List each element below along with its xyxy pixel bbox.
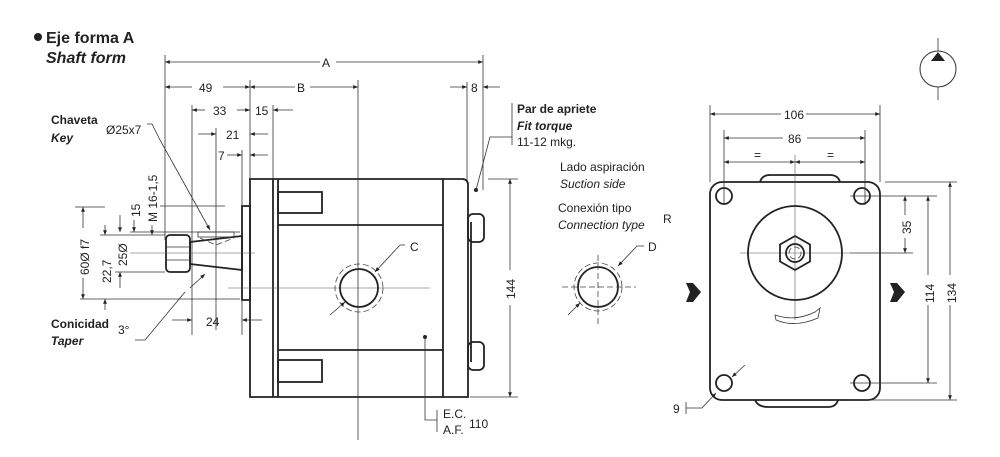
dim-134: 134 — [845, 181, 959, 401]
torque-leader — [475, 136, 512, 191]
dim-22-7: 22,7 — [100, 225, 165, 310]
inlet-arrow-icon — [686, 283, 701, 302]
dim-15: 15 — [255, 104, 293, 118]
svg-text:D: D — [648, 240, 657, 254]
dim-B: B — [250, 81, 358, 95]
key-label-es: Chaveta — [51, 113, 98, 127]
bolt-nut-top — [467, 213, 485, 243]
bullet-icon — [34, 33, 42, 41]
svg-text:9: 9 — [673, 402, 680, 416]
dim-106: 106 — [709, 105, 881, 182]
af-value: 110 — [469, 417, 488, 431]
key-label-en: Key — [51, 131, 74, 145]
title-en: Shaft form — [46, 50, 126, 67]
taper-label-es: Conicidad — [51, 317, 109, 331]
svg-text:7: 7 — [218, 149, 225, 163]
svg-text:60Ø f7: 60Ø f7 — [78, 239, 92, 275]
svg-text:22,7: 22,7 — [100, 259, 114, 283]
svg-text:15: 15 — [255, 104, 269, 118]
svg-text:33: 33 — [213, 104, 227, 118]
dim-25: 25Ø — [115, 215, 165, 288]
svg-text:106: 106 — [784, 108, 804, 122]
dim-9: 9 — [673, 364, 746, 416]
suction-label-en: Suction side — [560, 177, 626, 191]
taper-label-en: Taper — [51, 334, 85, 348]
af-label: A.F. — [443, 423, 464, 437]
title-es: Eje forma A — [46, 30, 135, 47]
svg-text:49: 49 — [199, 81, 213, 95]
dim-24: 24 — [172, 300, 262, 335]
svg-text:C: C — [410, 240, 419, 254]
svg-text:86: 86 — [788, 132, 802, 146]
svg-text:134: 134 — [945, 283, 959, 303]
mount-hole — [715, 374, 733, 392]
taper-leader — [135, 291, 186, 341]
port-C: C — [329, 240, 419, 316]
dim-86: 86 — [723, 130, 866, 205]
svg-text:35: 35 — [900, 220, 914, 234]
torque-label-en: Fit torque — [517, 119, 573, 133]
dim-21: 21 — [198, 128, 268, 142]
svg-text:8: 8 — [471, 81, 478, 95]
ec-leader — [424, 337, 437, 421]
svg-text:B: B — [297, 81, 305, 95]
dim-35: 35 — [850, 195, 937, 254]
ec-label: E.C. — [443, 407, 466, 421]
svg-text:M 16-1,5: M 16-1,5 — [146, 174, 160, 222]
dim-33: 33 — [192, 104, 250, 118]
shaft — [130, 231, 255, 273]
taper-angle: 3° — [118, 323, 130, 337]
extension-lines — [164, 55, 484, 440]
taper-arrow — [189, 273, 206, 289]
dim-thread: M 16-1,5 — [146, 174, 160, 235]
bolt-nut-bottom — [467, 341, 485, 371]
svg-text:=: = — [754, 148, 761, 162]
rotation-arrow-icon — [774, 307, 821, 324]
svg-text:114: 114 — [923, 284, 937, 303]
svg-text:=: = — [827, 148, 834, 162]
hydraulic-pump-symbol-icon — [919, 38, 957, 100]
svg-text:21: 21 — [226, 128, 240, 142]
port-D: D — [562, 240, 657, 325]
svg-text:25Ø: 25Ø — [116, 243, 130, 266]
dim-15-vertical: 15 — [129, 203, 240, 233]
hex-nut — [779, 234, 811, 272]
svg-text:144: 144 — [504, 279, 518, 299]
pump-body-side — [228, 178, 485, 398]
key-dimension: Ø25x7 — [106, 123, 142, 137]
svg-text:15: 15 — [129, 203, 143, 217]
torque-value: 11-12 mkg. — [517, 135, 576, 149]
svg-text:A: A — [322, 56, 330, 70]
shaft-nut — [165, 234, 191, 273]
svg-text:24: 24 — [206, 315, 220, 329]
dim-49: 49 — [165, 81, 250, 95]
connection-type: R — [663, 212, 672, 226]
dim-8: 8 — [450, 81, 500, 95]
outlet-arrow-icon — [890, 283, 905, 302]
torque-label-es: Par de apriete — [517, 102, 597, 116]
dim-equal: = = — [724, 148, 865, 164]
dim-A: A — [165, 56, 483, 70]
connection-label-en: Connection type — [558, 218, 645, 232]
key-leader — [147, 123, 211, 231]
dim-114: 114 — [850, 196, 937, 384]
suction-label-es: Lado aspiración — [560, 160, 645, 174]
pump-front-view — [686, 155, 905, 408]
connection-label-es: Conexión tipo — [558, 201, 632, 215]
dim-7: 7 — [218, 149, 268, 163]
dim-144: 144 — [470, 178, 518, 398]
